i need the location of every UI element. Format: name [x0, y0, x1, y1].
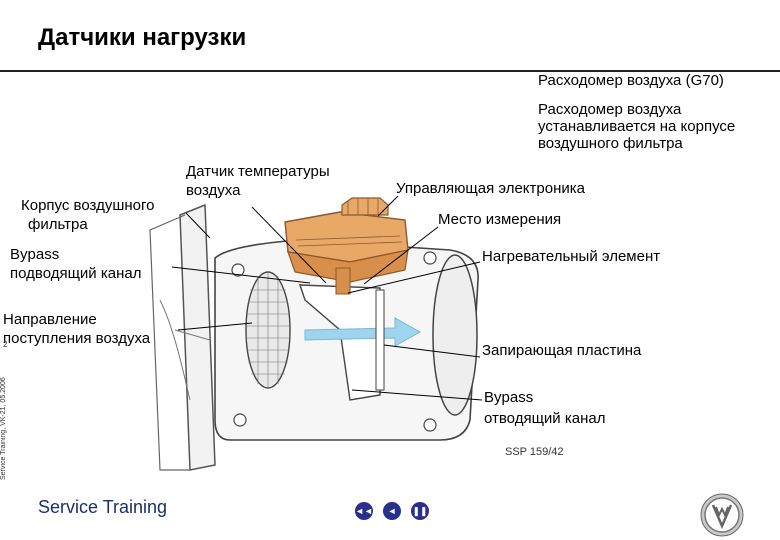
title-divider [0, 70, 780, 72]
label-temp-1: Датчик температуры [186, 163, 330, 180]
page-title: Датчики нагрузки [38, 24, 247, 51]
label-electronics: Управляющая электроника [396, 180, 585, 197]
label-heater: Нагревательный элемент [482, 248, 661, 265]
side-caption: Service Training, VK-21, 05.2006 [0, 352, 12, 482]
vw-logo-icon [700, 493, 744, 537]
label-g70: Расходомер воздуха (G70) [538, 72, 724, 89]
nav-first-button[interactable]: ◄◄ [355, 502, 373, 520]
figure-code: SSP 159/42 [505, 446, 564, 458]
label-temp-2: воздуха [186, 182, 241, 199]
footer-brand: Service Training [38, 497, 168, 517]
label-measure: Место измерения [438, 211, 562, 228]
blocking-plate [375, 289, 385, 391]
nav-pause-button[interactable]: ❚❚ [411, 502, 429, 520]
label-direction-1: Направление [3, 311, 97, 328]
flow-arrow [304, 317, 422, 347]
sensor-stem [335, 267, 351, 295]
label-bypass-in-1: Bypass [10, 246, 60, 263]
meter-outlet-ring [432, 254, 478, 416]
label-housing-1: Корпус воздушного [21, 197, 155, 214]
label-housing-2: фильтра [28, 216, 88, 233]
filter-housing-shape [179, 203, 216, 471]
nav-prev-button[interactable]: ◄ [383, 502, 401, 520]
label-meter-1: Расходомер воздуха [538, 101, 682, 118]
bypass-channel [299, 284, 381, 401]
label-bypass-out-2: отводящий канал [484, 410, 606, 427]
label-bypass-in-2: подводящий канал [10, 265, 142, 282]
label-meter-3: воздушного фильтра [538, 135, 683, 152]
page-number: 2 [3, 340, 8, 349]
connector [341, 197, 389, 216]
label-bypass-out-1: Bypass [484, 389, 534, 406]
label-plate: Запирающая пластина [482, 342, 642, 359]
side-caption-text: Service Training, VK-21, 05.2006 [0, 377, 7, 480]
label-direction-2: поступления воздуха [3, 330, 151, 347]
label-meter-2: устанавливается на корпусе [538, 118, 736, 135]
